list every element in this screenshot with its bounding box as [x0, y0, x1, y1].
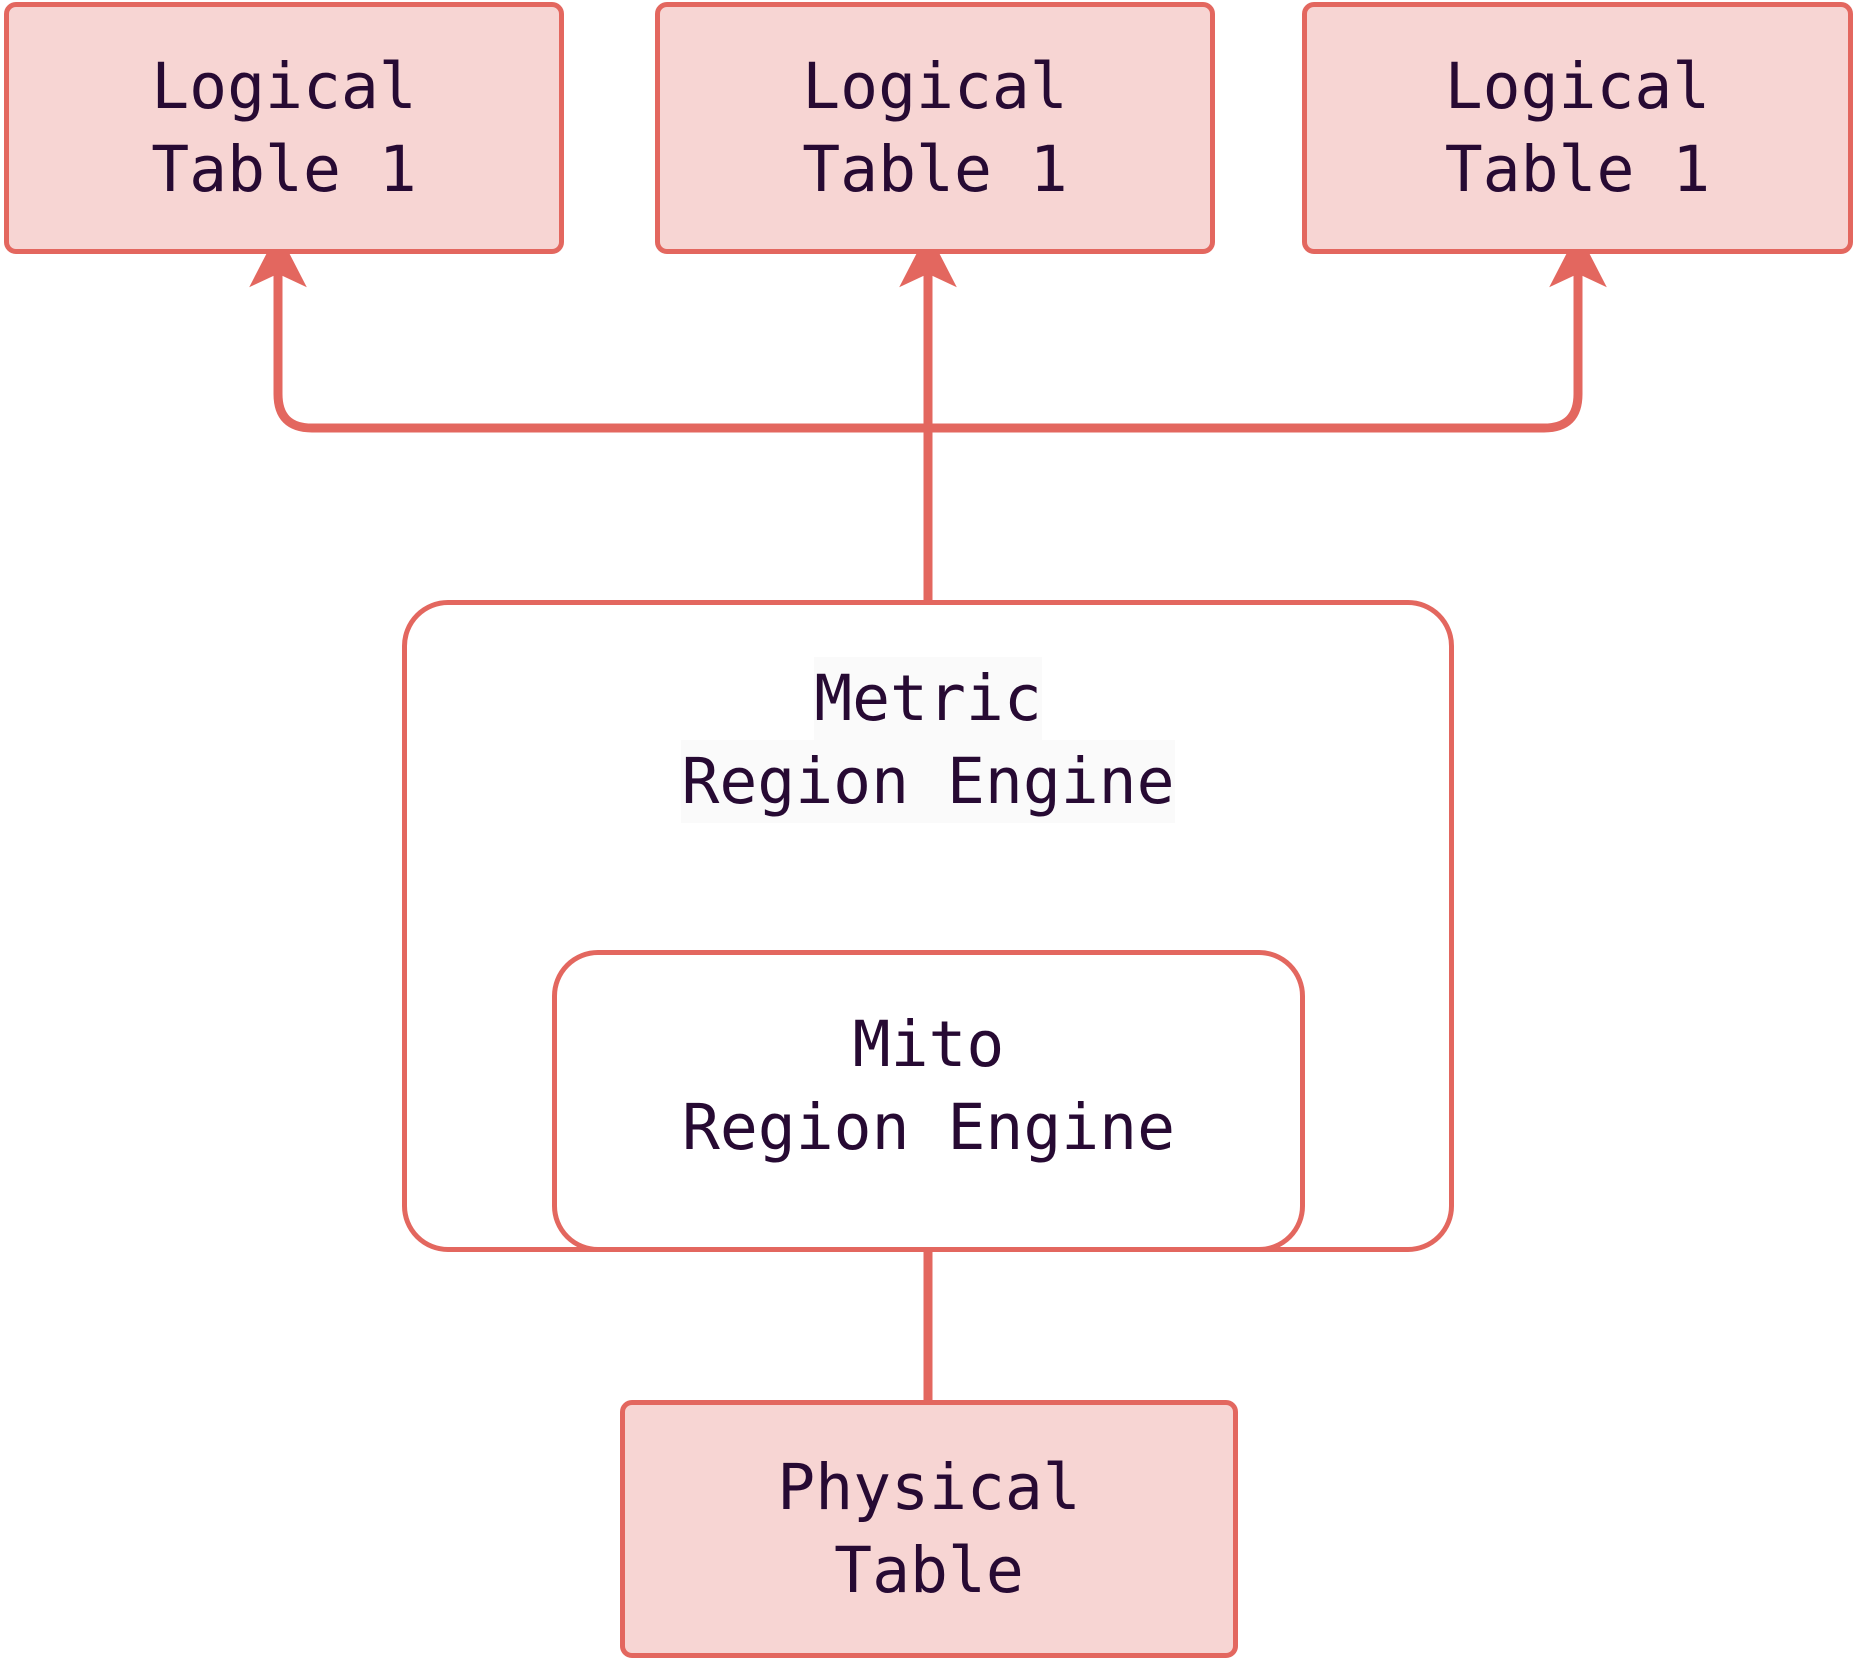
metric-region-engine-line-1: Metric: [814, 657, 1042, 741]
logical-table-2-line-2: Table 1: [802, 133, 1068, 206]
logical-table-3-line-2: Table 1: [1444, 133, 1711, 206]
logical-table-1-node[interactable]: Logical Table 1: [4, 2, 564, 254]
physical-table-line-1: Physical: [777, 1450, 1081, 1524]
logical-table-2-line-1: Logical: [802, 49, 1068, 123]
physical-table-line-2: Table: [834, 1534, 1024, 1607]
logical-table-1-line-1: Logical: [151, 49, 417, 123]
logical-table-2-node[interactable]: Logical Table 1: [655, 2, 1215, 254]
metric-region-engine-line-2: Region Engine: [681, 740, 1175, 824]
metric-region-engine-node[interactable]: Metric Region Engine: [402, 600, 1454, 1252]
logical-table-3-node[interactable]: Logical Table 1: [1302, 2, 1853, 254]
edge-metric-to-logical-table-1: [249, 231, 928, 433]
mito-region-engine-line-1: Mito: [852, 1008, 1005, 1081]
physical-table-node[interactable]: Physical Table: [620, 1400, 1238, 1658]
logical-table-3-line-1: Logical: [1444, 49, 1711, 123]
edge-metric-to-logical-table-3: [928, 231, 1607, 433]
mito-region-engine-node[interactable]: Mito Region Engine: [552, 950, 1305, 1252]
logical-table-1-line-2: Table 1: [151, 133, 417, 206]
mito-region-engine-line-2: Region Engine: [681, 1091, 1176, 1165]
